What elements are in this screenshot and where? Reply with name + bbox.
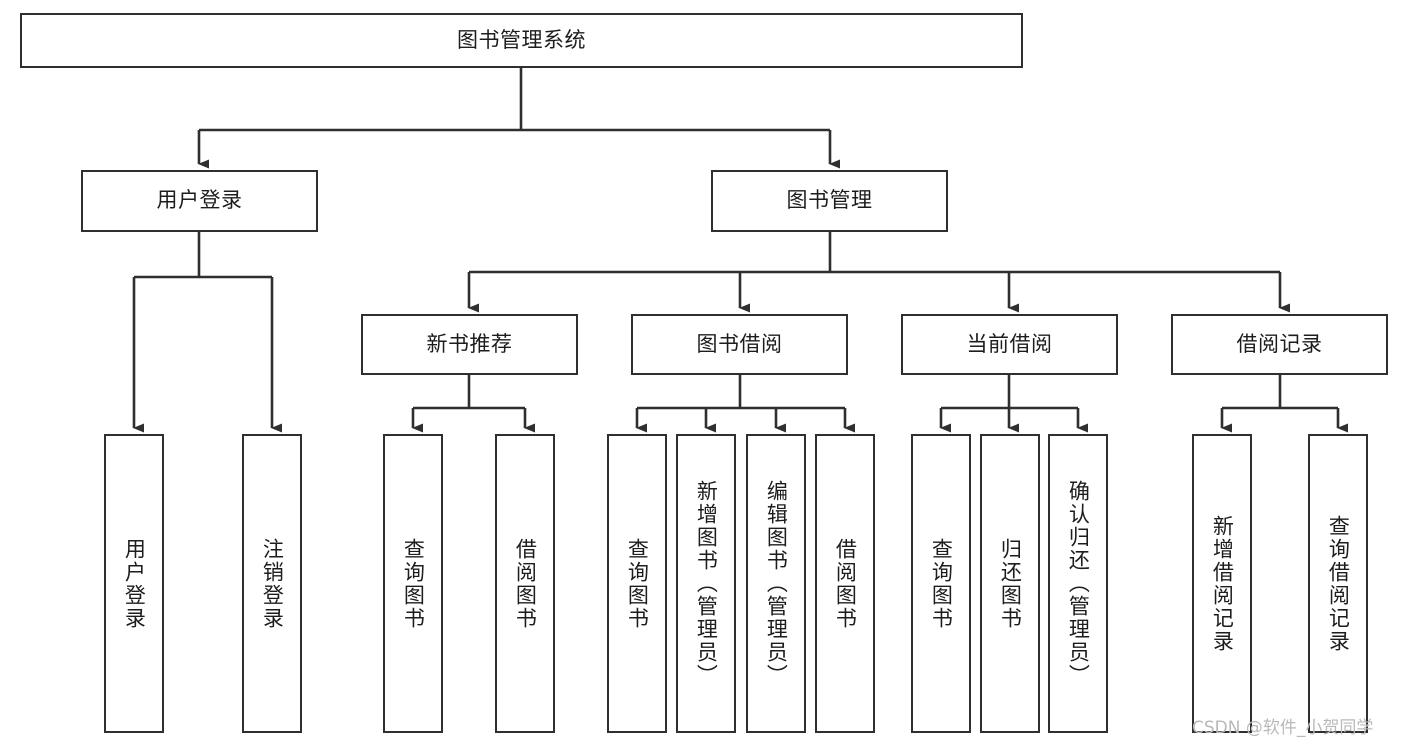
node-leaf-query-book-3[interactable]: 查询图书 [911, 434, 971, 733]
node-leaf-edit-book-label: 编辑图书（管理员） [764, 480, 789, 687]
node-leaf-query-book-3-label: 查询图书 [929, 537, 954, 630]
node-book-borrow-label: 图书借阅 [696, 331, 783, 356]
node-book-manage-label: 图书管理 [786, 188, 873, 213]
node-leaf-borrow-book-2-label: 借阅图书 [833, 537, 858, 630]
node-leaf-query-book-1-label: 查询图书 [401, 537, 426, 630]
node-leaf-user-login[interactable]: 用户登录 [104, 434, 164, 733]
node-new-book-recommend[interactable]: 新书推荐 [361, 314, 578, 375]
node-leaf-add-record[interactable]: 新增借阅记录 [1192, 434, 1252, 733]
node-book-manage[interactable]: 图书管理 [711, 170, 948, 232]
node-leaf-confirm-return[interactable]: 确认归还（管理员） [1048, 434, 1108, 733]
node-user-login-label: 用户登录 [156, 188, 243, 213]
node-root-label: 图书管理系统 [457, 27, 586, 52]
node-leaf-add-book[interactable]: 新增图书（管理员） [676, 434, 736, 733]
node-leaf-add-record-label: 新增借阅记录 [1210, 514, 1235, 653]
node-leaf-return-book[interactable]: 归还图书 [980, 434, 1040, 733]
node-new-book-recommend-label: 新书推荐 [426, 331, 513, 356]
node-leaf-return-book-label: 归还图书 [998, 537, 1023, 630]
node-root[interactable]: 图书管理系统 [20, 13, 1023, 68]
node-current-borrow-label: 当前借阅 [966, 331, 1053, 356]
node-current-borrow[interactable]: 当前借阅 [901, 314, 1118, 375]
node-borrow-record-label: 借阅记录 [1236, 331, 1323, 356]
node-leaf-confirm-return-label: 确认归还（管理员） [1066, 480, 1091, 687]
csdn-watermark: CSDN @软件_小贺同学 [1192, 718, 1374, 738]
node-leaf-query-book-2-label: 查询图书 [625, 537, 650, 630]
node-user-login[interactable]: 用户登录 [81, 170, 318, 232]
node-leaf-edit-book[interactable]: 编辑图书（管理员） [746, 434, 806, 733]
node-leaf-query-record-label: 查询借阅记录 [1326, 514, 1351, 653]
node-leaf-add-book-label: 新增图书（管理员） [694, 480, 719, 687]
node-leaf-user-logout[interactable]: 注销登录 [242, 434, 302, 733]
node-leaf-user-logout-label: 注销登录 [260, 537, 285, 630]
node-book-borrow[interactable]: 图书借阅 [631, 314, 848, 375]
node-leaf-query-book-2[interactable]: 查询图书 [607, 434, 667, 733]
node-leaf-borrow-book-1-label: 借阅图书 [513, 537, 538, 630]
node-leaf-borrow-book-1[interactable]: 借阅图书 [495, 434, 555, 733]
node-leaf-query-book-1[interactable]: 查询图书 [383, 434, 443, 733]
node-leaf-query-record[interactable]: 查询借阅记录 [1308, 434, 1368, 733]
node-leaf-user-login-label: 用户登录 [122, 537, 147, 630]
node-leaf-borrow-book-2[interactable]: 借阅图书 [815, 434, 875, 733]
node-borrow-record[interactable]: 借阅记录 [1171, 314, 1388, 375]
